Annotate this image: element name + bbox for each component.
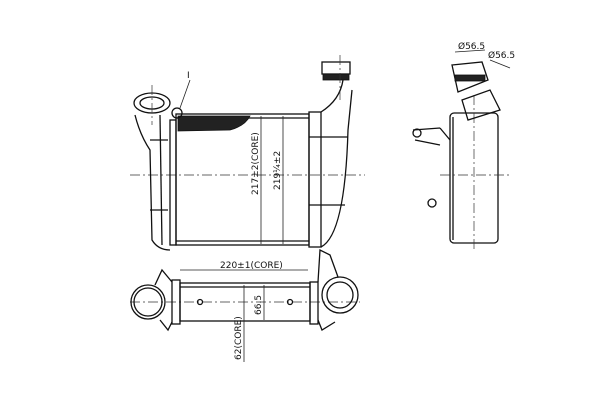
bracket-hole xyxy=(412,128,422,138)
depth-label: 66.5 xyxy=(254,295,264,315)
core-width-label: 220±1(CORE) xyxy=(220,261,283,271)
core-depth-label: 62(CORE) xyxy=(234,316,244,360)
right-tank xyxy=(308,111,322,248)
top-tank-shading xyxy=(177,115,251,132)
right-outlet-pipe xyxy=(321,61,351,75)
left-tank-body xyxy=(134,114,171,251)
side-view: Ø56.5 Ø56.5 xyxy=(412,41,515,250)
core xyxy=(175,113,310,246)
right-pipe-circle xyxy=(321,276,359,314)
bracket-hole xyxy=(427,198,437,208)
overall-height-label: 219¼±2 xyxy=(273,151,283,190)
outlet-pipe xyxy=(461,89,501,121)
outlet-diameter-label: Ø56.5 xyxy=(488,50,515,61)
front-view: I 217±2(CORE) 219¼±2 xyxy=(130,55,365,251)
left-tank xyxy=(169,119,177,246)
core-height-label: 217±2(CORE) xyxy=(251,132,261,195)
left-pipe-circle xyxy=(130,284,166,320)
detail-marker: I xyxy=(187,71,190,81)
inlet-pipe xyxy=(451,61,489,93)
inlet-diameter-label: Ø56.5 xyxy=(458,41,485,52)
top-view: 220±1(CORE) 66.5 62(CORE) xyxy=(130,248,360,362)
